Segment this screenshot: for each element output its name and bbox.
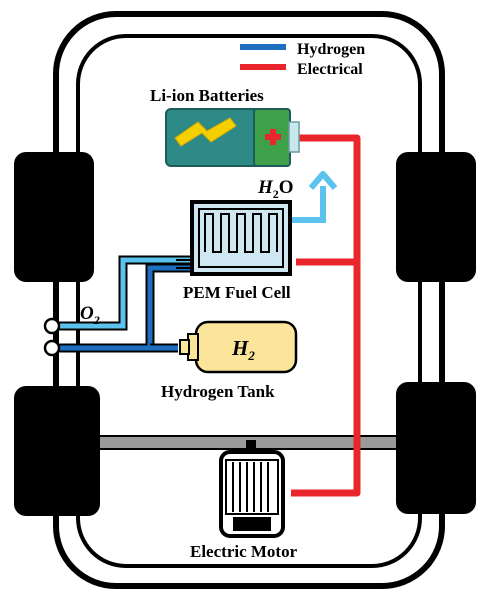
lightning-icon bbox=[174, 117, 237, 147]
legend-hydrogen-label: Hydrogen bbox=[297, 41, 365, 58]
water-formula: H2O bbox=[257, 177, 294, 201]
arrow-up-icon bbox=[308, 171, 338, 190]
fuel-cell-label: PEM Fuel Cell bbox=[183, 283, 291, 302]
car-body-outer bbox=[53, 11, 445, 589]
battery-label: Li-ion Batteries bbox=[150, 86, 264, 105]
motor-label: Electric Motor bbox=[190, 542, 298, 561]
oxygen-inlet-port bbox=[43, 317, 61, 335]
wheel-front-left bbox=[14, 152, 94, 282]
wheel-rear-left bbox=[14, 386, 100, 516]
tank-h2-formula: H2 bbox=[231, 336, 255, 363]
plus-icon bbox=[265, 129, 281, 145]
tank-label: Hydrogen Tank bbox=[161, 382, 275, 401]
electric-motor bbox=[219, 440, 285, 538]
electrical-line bbox=[291, 134, 361, 497]
hydrogen-inlet-port bbox=[43, 339, 61, 357]
car-body-inner bbox=[76, 34, 422, 568]
oxygen-formula: O2 bbox=[80, 303, 100, 327]
battery bbox=[165, 108, 300, 167]
water-outlet-line bbox=[290, 186, 326, 223]
pem-fuel-cell bbox=[176, 200, 292, 276]
wheel-front-right bbox=[396, 152, 476, 282]
legend-electrical-label: Electrical bbox=[297, 61, 363, 78]
wheel-rear-right bbox=[396, 382, 476, 514]
hydrogen-tank bbox=[179, 320, 298, 374]
